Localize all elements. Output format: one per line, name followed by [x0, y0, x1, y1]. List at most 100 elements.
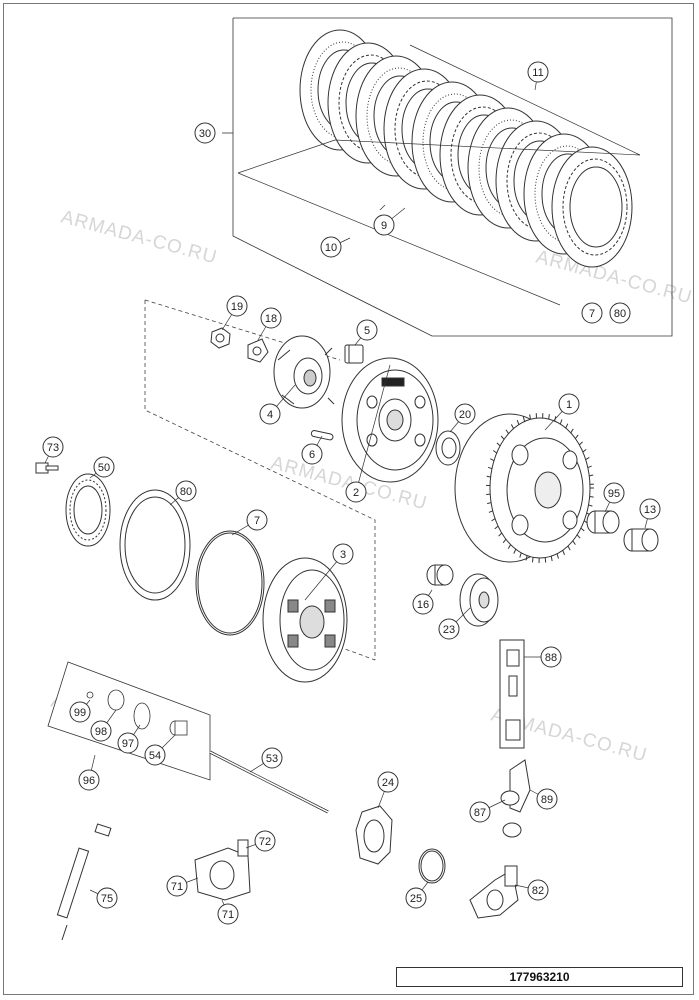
callout-16: 16 [412, 593, 434, 615]
callout-label: 9 [381, 220, 387, 232]
gear-tooth [580, 527, 585, 532]
callout-label: 10 [325, 242, 337, 254]
callout-54: 54 [144, 744, 166, 766]
callout-label: 87 [474, 807, 486, 819]
callout-label: 99 [74, 707, 86, 719]
callout-1: 1 [558, 393, 580, 415]
callout-label: 96 [83, 775, 95, 787]
spacer [426, 564, 454, 586]
callout-19: 19 [226, 295, 248, 317]
gear-tooth [579, 441, 583, 446]
friction-disc [119, 489, 191, 601]
gear-tooth [556, 553, 559, 559]
thrust-bearing [65, 473, 111, 547]
slave-cylinder [194, 839, 251, 901]
needle-bearing [586, 510, 620, 534]
callout-95: 95 [603, 482, 625, 504]
gear-tooth [516, 419, 520, 425]
grease-syringe [56, 823, 112, 941]
callout-label: 5 [364, 325, 370, 337]
callout-label: 7 [254, 515, 260, 527]
callout-label: 23 [443, 624, 455, 636]
gear-tooth [574, 434, 579, 439]
callout-20: 20 [454, 403, 476, 425]
callout-label: 7 [589, 308, 595, 320]
callout-label: 95 [608, 488, 620, 500]
inner-clutch-hub [341, 357, 439, 483]
gear-tooth [570, 428, 574, 434]
callout-label: 6 [309, 449, 315, 461]
callout-label: 11 [532, 67, 543, 79]
primary-gear [459, 573, 499, 627]
callout-label: 3 [340, 549, 346, 561]
gear-tooth [548, 414, 550, 420]
callout-label: 75 [101, 893, 113, 905]
bushing [344, 344, 364, 364]
callout-75: 75 [96, 887, 118, 909]
gear-tooth [559, 419, 563, 425]
callout-71: 71 [166, 875, 188, 897]
gear-tooth [490, 458, 495, 462]
callout-label: 97 [122, 738, 134, 750]
callout-89: 89 [536, 788, 558, 810]
gear-tooth [531, 557, 534, 563]
o-ring [195, 530, 265, 636]
diagram-frame [3, 3, 694, 995]
gasket [355, 805, 393, 865]
gear-tooth [502, 538, 507, 544]
gear-tooth [529, 414, 531, 420]
callout-10: 10 [320, 236, 342, 258]
bleeder-fittings [499, 639, 525, 749]
callout-6: 6 [301, 443, 323, 465]
callout-label: 80 [180, 486, 192, 498]
lock-washer [247, 338, 269, 363]
callout-80: 80 [175, 480, 197, 502]
gear-tooth [587, 465, 592, 469]
plate-kit-box [222, 17, 673, 337]
gear-tooth [567, 545, 571, 551]
gear-tooth [562, 550, 565, 556]
gear-tooth [572, 540, 576, 545]
callout-9: 9 [373, 214, 395, 236]
watermarks: ARMADA-CO.RU ARMADA-CO.RU ARMADA-CO.RU A… [49, 207, 695, 767]
gear-tooth [505, 429, 509, 434]
gear-tooth [589, 496, 594, 498]
callout-5: 5 [356, 319, 378, 341]
callout-11: 11 [527, 61, 549, 83]
callout-label: 18 [265, 313, 277, 325]
leader-line [355, 364, 391, 493]
callout-24: 24 [377, 771, 399, 793]
document-number: 177963210 [396, 967, 683, 987]
callout-label: 89 [541, 794, 553, 806]
callout-7: 7 [581, 302, 603, 324]
clutch-disc-stack [299, 29, 633, 268]
o-ring-small [418, 848, 446, 884]
callout-2: 2 [345, 481, 367, 503]
outer-clutch-basket [454, 413, 594, 563]
slave-cylinder-alt [469, 865, 519, 919]
gear-tooth [588, 504, 593, 507]
thrust-washer [435, 430, 461, 466]
nut [210, 327, 231, 349]
callout-87: 87 [469, 801, 491, 823]
callout-label: 19 [231, 301, 243, 313]
callout-72: 72 [254, 830, 276, 852]
callout-25: 25 [405, 887, 427, 909]
gear-tooth [585, 457, 590, 460]
gear-tooth [589, 474, 594, 477]
callout-label: 20 [459, 409, 471, 421]
clutch-disc [551, 146, 633, 268]
callout-label: 24 [382, 777, 394, 789]
callout-18: 18 [260, 307, 282, 329]
callout-7: 7 [246, 509, 268, 531]
gear-tooth [576, 534, 581, 539]
callout-88: 88 [540, 646, 562, 668]
push-rod [209, 750, 329, 814]
gear-tooth [522, 416, 526, 422]
gear-tooth [496, 442, 501, 447]
callout-3: 3 [332, 543, 354, 565]
callout-label: 88 [545, 652, 557, 664]
callout-82: 82 [527, 879, 549, 901]
kit-guide-lines [237, 44, 641, 306]
callout-label: 4 [267, 409, 273, 421]
